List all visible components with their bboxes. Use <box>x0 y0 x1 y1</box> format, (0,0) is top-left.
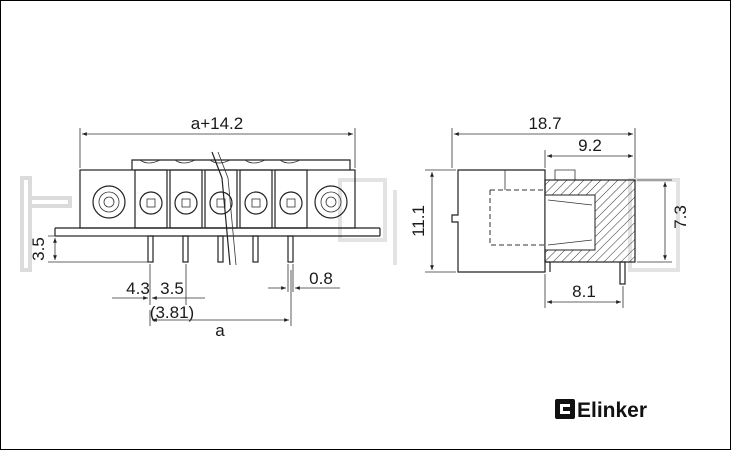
mounting-screw-right <box>314 185 348 219</box>
terminal-3 <box>204 169 238 229</box>
dim-first-offset: 4.3 <box>126 279 150 298</box>
terminal-2 <box>169 169 203 229</box>
brand-name: Elinker <box>577 399 647 422</box>
dim-pcb-depth: 8.1 <box>572 282 596 301</box>
side-header-body <box>451 169 546 273</box>
dim-pin-width: 0.8 <box>309 269 333 288</box>
mounting-screw-left <box>92 185 126 219</box>
wire <box>211 151 231 266</box>
dim-pitch-alt: (3.81) <box>150 303 194 322</box>
dim-pitch-total: a <box>215 321 225 340</box>
front-view: a+14.2 3.5 4.3 3.5 (3.81) 0.8 a <box>29 114 381 340</box>
pcb-pins <box>147 235 294 263</box>
dim-overall-width: a+14.2 <box>191 114 243 133</box>
side-pin <box>619 261 626 285</box>
brand-logo: Elinker <box>555 399 647 422</box>
terminal-4 <box>239 169 273 229</box>
dim-pin-height: 3.5 <box>29 237 48 261</box>
dim-depth: 18.7 <box>528 114 561 133</box>
terminal-5 <box>274 169 308 229</box>
elinker-logo-icon <box>555 399 575 419</box>
side-view: 18.7 9.2 11.1 7.3 8.1 <box>409 114 690 308</box>
dim-pitch: 3.5 <box>160 279 184 298</box>
dim-height: 11.1 <box>409 205 428 237</box>
dim-plug-height: 7.3 <box>671 205 690 229</box>
front-top-teeth <box>131 159 351 170</box>
dim-plug-depth: 9.2 <box>578 136 602 155</box>
terminal-1 <box>134 169 168 229</box>
